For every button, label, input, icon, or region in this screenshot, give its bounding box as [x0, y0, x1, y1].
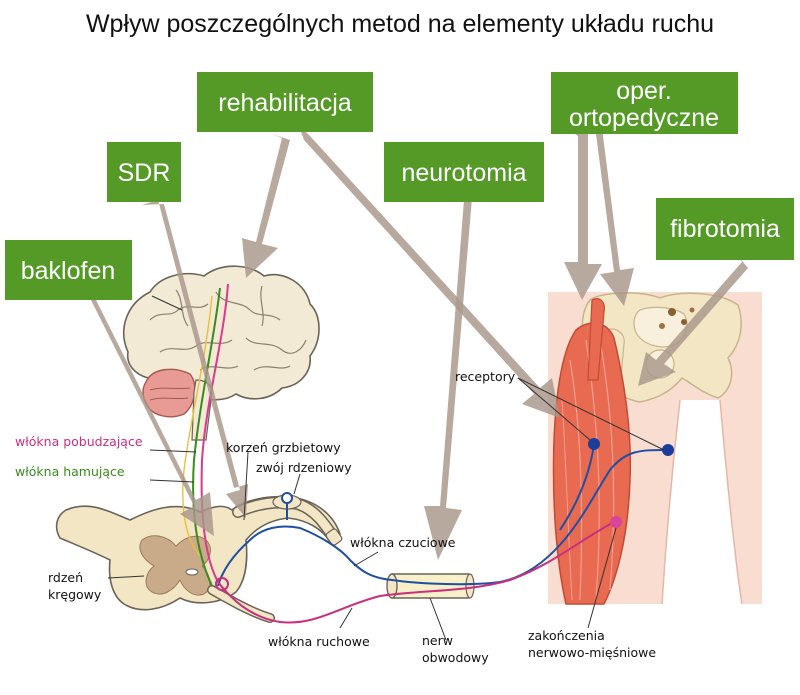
label-rdzen-line2: kręgowy: [48, 587, 102, 602]
label-zakonczenia-line2: nerwowo-mięśniowe: [528, 645, 656, 660]
thigh-muscle: [552, 322, 632, 605]
label-wlokna-hamujace: włókna hamujące: [15, 464, 125, 479]
method-baklofen: baklofen: [21, 257, 116, 285]
box-oper: [551, 72, 738, 134]
box-neurotomia: [384, 142, 544, 202]
arrow-oper-2: [588, 128, 634, 306]
receptor-dot-1: [588, 438, 600, 450]
brain-illustration: [123, 265, 320, 441]
label-wlokna-pobudzajace: włókna pobudzające: [15, 434, 143, 449]
method-oper-line1: oper.: [616, 77, 672, 105]
leg-illustration: [548, 292, 762, 605]
grey-matter: [139, 535, 211, 596]
arrow-rehabilitacja-brain: [242, 134, 290, 278]
sensory-fiber: [217, 449, 669, 587]
label-rdzen-line1: rdzeń: [48, 570, 83, 585]
box-fibrotomia: [656, 198, 794, 260]
nerve-fibers: [182, 283, 674, 624]
method-boxes: baklofen SDR rehabilitacja neurotomia op…: [5, 72, 794, 300]
method-rehabilitacja: rehabilitacja: [218, 89, 352, 117]
box-sdr: [107, 142, 181, 202]
method-neurotomia: neurotomia: [401, 159, 526, 187]
method-arrows: [76, 124, 748, 560]
arrow-baklofen: [76, 292, 214, 536]
label-receptory: receptory: [455, 369, 516, 384]
label-zwoj-rdzeniowy: zwój rdzeniowy: [256, 460, 352, 475]
box-baklofen: [5, 240, 132, 300]
method-fibrotomia: fibrotomia: [670, 215, 780, 243]
label-wlokna-czuciowe: włókna czuciowe: [350, 535, 456, 550]
nmj-dot: [610, 516, 622, 528]
label-nerw-line1: nerw: [422, 633, 453, 648]
arrow-fibrotomia: [638, 256, 748, 386]
label-wlokna-ruchowe: włókna ruchowe: [268, 634, 370, 649]
receptor-dot-2: [662, 444, 674, 456]
arrow-sdr: [142, 200, 248, 518]
diagram-title: Wpływ poszczególnych metod na elementy u…: [86, 10, 714, 38]
text-labels: receptory włókna pobudzające włókna hamu…: [15, 369, 656, 665]
arrow-rehabilitacja-receptors: [298, 124, 560, 418]
label-nerw-line2: obwodowy: [422, 650, 489, 665]
box-rehabilitacja: [197, 72, 373, 132]
label-zakonczenia-line1: zakończenia: [528, 628, 605, 643]
excitatory-fiber: [200, 283, 229, 583]
method-oper-line2: ortopedyczne: [569, 104, 719, 132]
arrow-neurotomia: [424, 198, 472, 560]
inhibitory-fiber: [192, 287, 221, 587]
label-korzen-grzbietowy: korzeń grzbietowy: [226, 440, 341, 455]
leader-lines: [107, 295, 665, 641]
method-sdr: SDR: [118, 159, 171, 187]
motor-fiber: [217, 521, 615, 624]
arrow-oper-1: [564, 132, 602, 300]
